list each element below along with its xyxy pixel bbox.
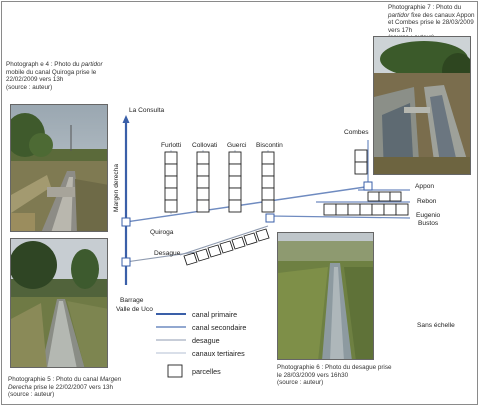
photo-5-canal-margen-derecha <box>10 238 108 368</box>
label-eugenio: Eugenio <box>416 212 441 219</box>
label-bustos: Bustos <box>418 220 439 227</box>
label-valle-de-uco: Valle de Uco <box>116 306 153 313</box>
parcels-biscontin <box>261 151 275 213</box>
legend-parcels: parcelles <box>192 367 221 376</box>
photo-6-desague <box>277 232 374 360</box>
tertiary-canals <box>170 150 269 214</box>
parcels-rebon <box>323 203 409 216</box>
label-desague: Desague <box>154 250 181 257</box>
label-quiroga: Quiroga <box>150 229 174 236</box>
label-la-consulta: La Consulta <box>129 107 165 114</box>
legend-desague: desague <box>192 336 220 345</box>
label-biscontin: Biscontin <box>256 142 283 149</box>
canal-quiroga <box>125 185 373 223</box>
legend: canal primaire canal secondaire desague … <box>156 310 246 378</box>
caption-photo-5: Photographie 5 : Photo du canal Margen D… <box>8 376 122 399</box>
photo-4-canal-quiroga <box>10 104 108 232</box>
label-rebon: Rebon <box>417 198 437 205</box>
label-combes: Combes <box>344 129 369 136</box>
caption-photo-6: Photographie 6 : Photo du desague prise … <box>277 364 392 387</box>
label-barrage: Barrage <box>120 297 144 304</box>
label-guerci: Guerci <box>227 142 247 149</box>
legend-tertiary: canaux tertiaires <box>192 349 245 358</box>
label-furlotti: Furlotti <box>161 142 182 149</box>
parcels-furlotti <box>164 151 178 213</box>
photo-7-partidor-appon-combes <box>373 36 471 175</box>
legend-secondary: canal secondaire <box>192 323 246 332</box>
legend-primary: canal primaire <box>192 310 237 319</box>
caption-photo-4: Photograph e 4 : Photo du partidor mobil… <box>6 61 103 91</box>
parcels-appon <box>367 191 402 202</box>
parcels-desague <box>183 228 270 266</box>
label-collovati: Collovati <box>192 142 218 149</box>
parcels-collovati <box>196 151 210 213</box>
scale-note: Sans échelle <box>417 322 455 329</box>
canal-eugenio-bustos <box>269 215 411 219</box>
parcels-guerci <box>228 151 242 213</box>
arrow-la-consulta <box>122 115 130 123</box>
partidor-markers <box>121 181 373 267</box>
parcels-combes <box>354 149 368 175</box>
label-margen-derecha: Margen derecha <box>113 164 120 212</box>
label-appon: Appon <box>415 183 434 190</box>
